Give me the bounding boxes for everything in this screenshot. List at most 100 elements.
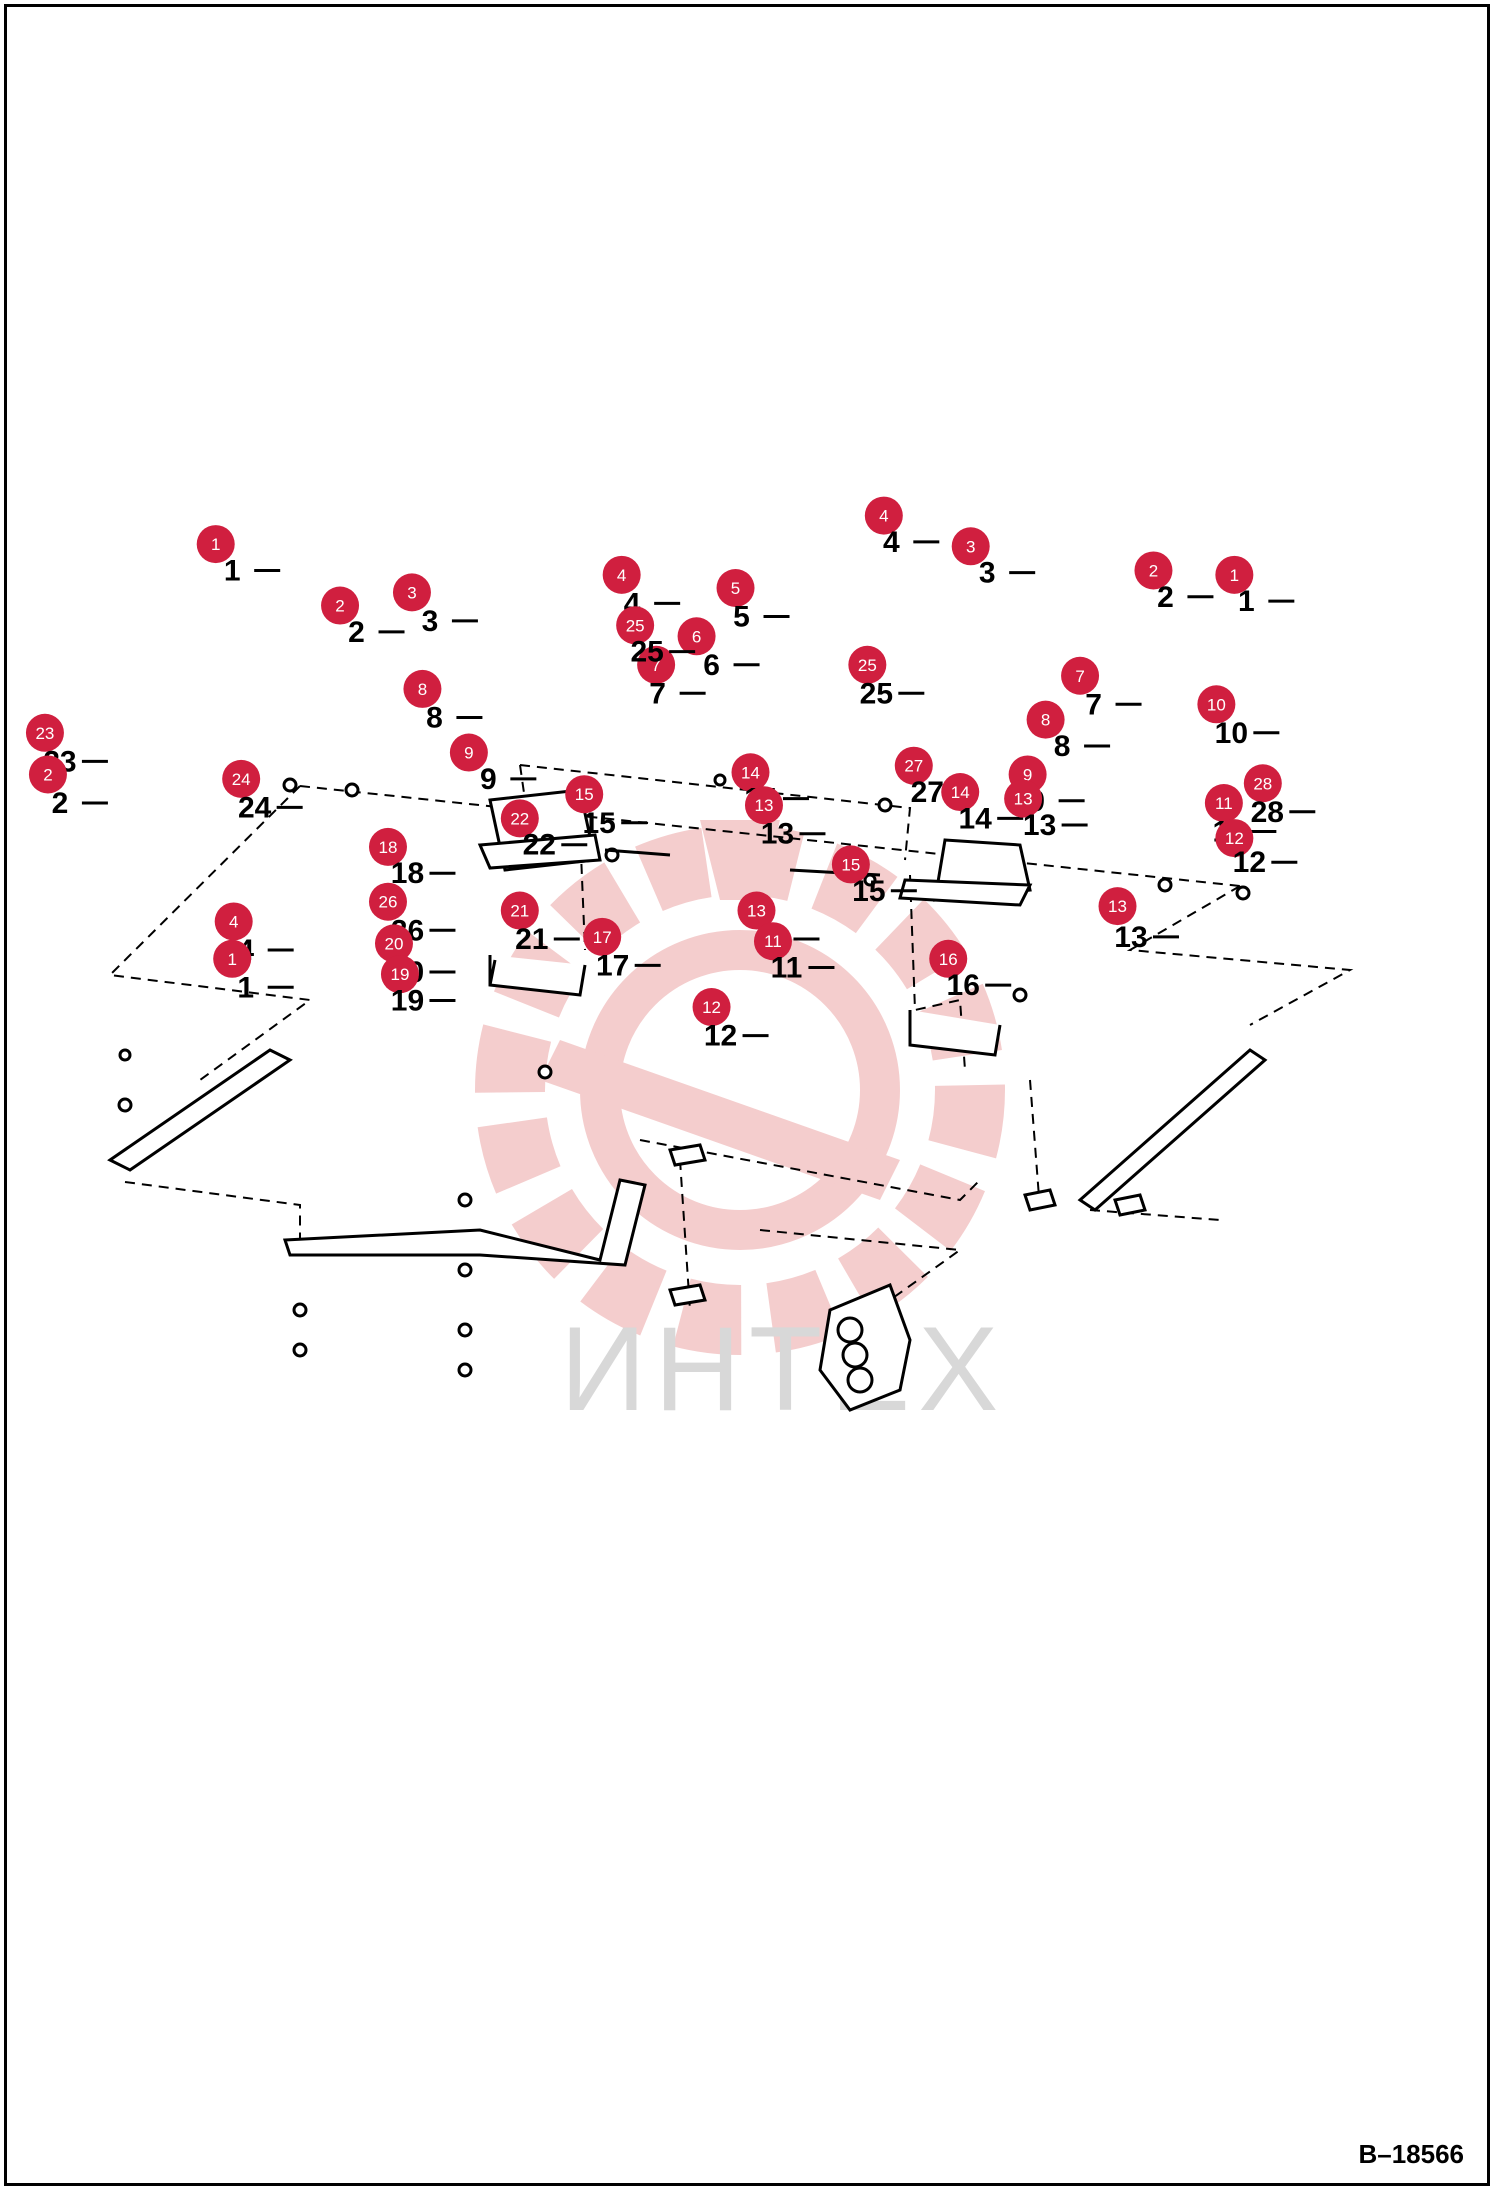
callout-c1b[interactable]: 11 (1215, 555, 1295, 618)
callout-badge (616, 606, 655, 645)
callout-badge-number: 4 (617, 566, 626, 585)
callout-badge (753, 922, 792, 961)
callout-c2b[interactable]: 22 (1134, 551, 1214, 614)
callout-badge (1061, 656, 1100, 695)
callout-badge (737, 891, 776, 930)
part-number-label: 7 (1085, 688, 1102, 721)
callout-badge-number: 3 (407, 583, 416, 602)
callout-badge-number: 28 (1253, 774, 1272, 793)
callout-badge-number: 14 (741, 763, 760, 782)
part-number-label: 5 (733, 601, 750, 634)
part-number-label: 2 (52, 787, 69, 820)
callout-badge-number: 13 (1014, 790, 1033, 809)
callout-badge-number: 3 (966, 537, 975, 556)
callout-c1c[interactable]: 11 (213, 939, 294, 1005)
part-number-label: 13 (761, 818, 794, 851)
callout-badge (500, 891, 539, 930)
callout-badge (1215, 555, 1254, 594)
callout-badge (677, 617, 716, 656)
callout-badge (28, 755, 67, 794)
callout-badge-number: 5 (731, 579, 740, 598)
callout-badge-number: 11 (1215, 794, 1233, 813)
callout-c9[interactable]: 99 (449, 733, 537, 796)
callout-badge-number: 7 (1075, 667, 1084, 686)
callout-c8b[interactable]: 88 (1026, 700, 1111, 763)
callout-badge (831, 845, 870, 884)
callout-c3b[interactable]: 33 (951, 527, 1036, 590)
part-number-label: 12 (704, 1020, 737, 1053)
callout-badge (894, 746, 933, 785)
diagram-reference-code: B–18566 (1358, 2139, 1464, 2169)
callout-badge-number: 26 (379, 893, 398, 912)
callout-badge-number: 14 (951, 783, 970, 802)
callout-badge (222, 759, 261, 798)
callout-badge (374, 924, 413, 963)
callout-badge (1098, 887, 1137, 926)
callout-c6[interactable]: 66 (677, 617, 760, 682)
callout-badge (196, 525, 235, 564)
part-number-label: 27 (911, 776, 944, 809)
callout-badge (731, 753, 770, 792)
part-number-label: 2 (1157, 581, 1174, 614)
part-number-label: 8 (426, 701, 443, 734)
callout-badge (1134, 551, 1173, 590)
callout-c7b[interactable]: 77 (1061, 656, 1142, 722)
callout-c2[interactable]: 22 (321, 586, 405, 649)
callout-badge-number: 2 (335, 597, 344, 616)
callout-badge-number: 9 (1023, 765, 1032, 784)
callout-badge-number: 12 (1225, 829, 1244, 848)
part-number-label: 13 (1114, 921, 1147, 954)
callout-badge (941, 773, 980, 812)
callout-c5[interactable]: 55 (716, 568, 790, 634)
callout-badge-number: 13 (1108, 897, 1127, 916)
part-number-label: 3 (979, 557, 996, 590)
callout-c2c[interactable]: 22 (28, 755, 108, 820)
callout-c7[interactable]: 77 (637, 645, 706, 711)
callout-c8[interactable]: 88 (403, 669, 483, 735)
callout-badge-number: 2 (43, 765, 52, 784)
callout-badge-number: 13 (755, 796, 774, 815)
callout-badge (602, 555, 641, 594)
callout-badge-number: 22 (510, 809, 529, 828)
callout-badge (403, 669, 442, 708)
callout-badge-number: 25 (858, 656, 877, 675)
callout-c3[interactable]: 33 (392, 573, 478, 638)
callout-c1[interactable]: 11 (196, 525, 281, 587)
callout-badge-number: 19 (391, 965, 410, 984)
part-number-label: 15 (583, 807, 616, 840)
part-number-label: 1 (1238, 585, 1255, 618)
callout-c26[interactable]: 2626 (368, 882, 456, 948)
part-number-label: 9 (480, 763, 497, 796)
callout-badge-number: 8 (418, 680, 427, 699)
callout-badge-number: 20 (385, 934, 404, 953)
callout-badge-number: 10 (1207, 695, 1226, 714)
callout-badge-number: 21 (510, 902, 529, 921)
callout-badge (449, 733, 488, 772)
part-number-label: 19 (391, 984, 424, 1017)
callout-c4b[interactable]: 44 (864, 496, 940, 559)
callout-badge (368, 827, 407, 866)
callout-badge (692, 988, 731, 1027)
